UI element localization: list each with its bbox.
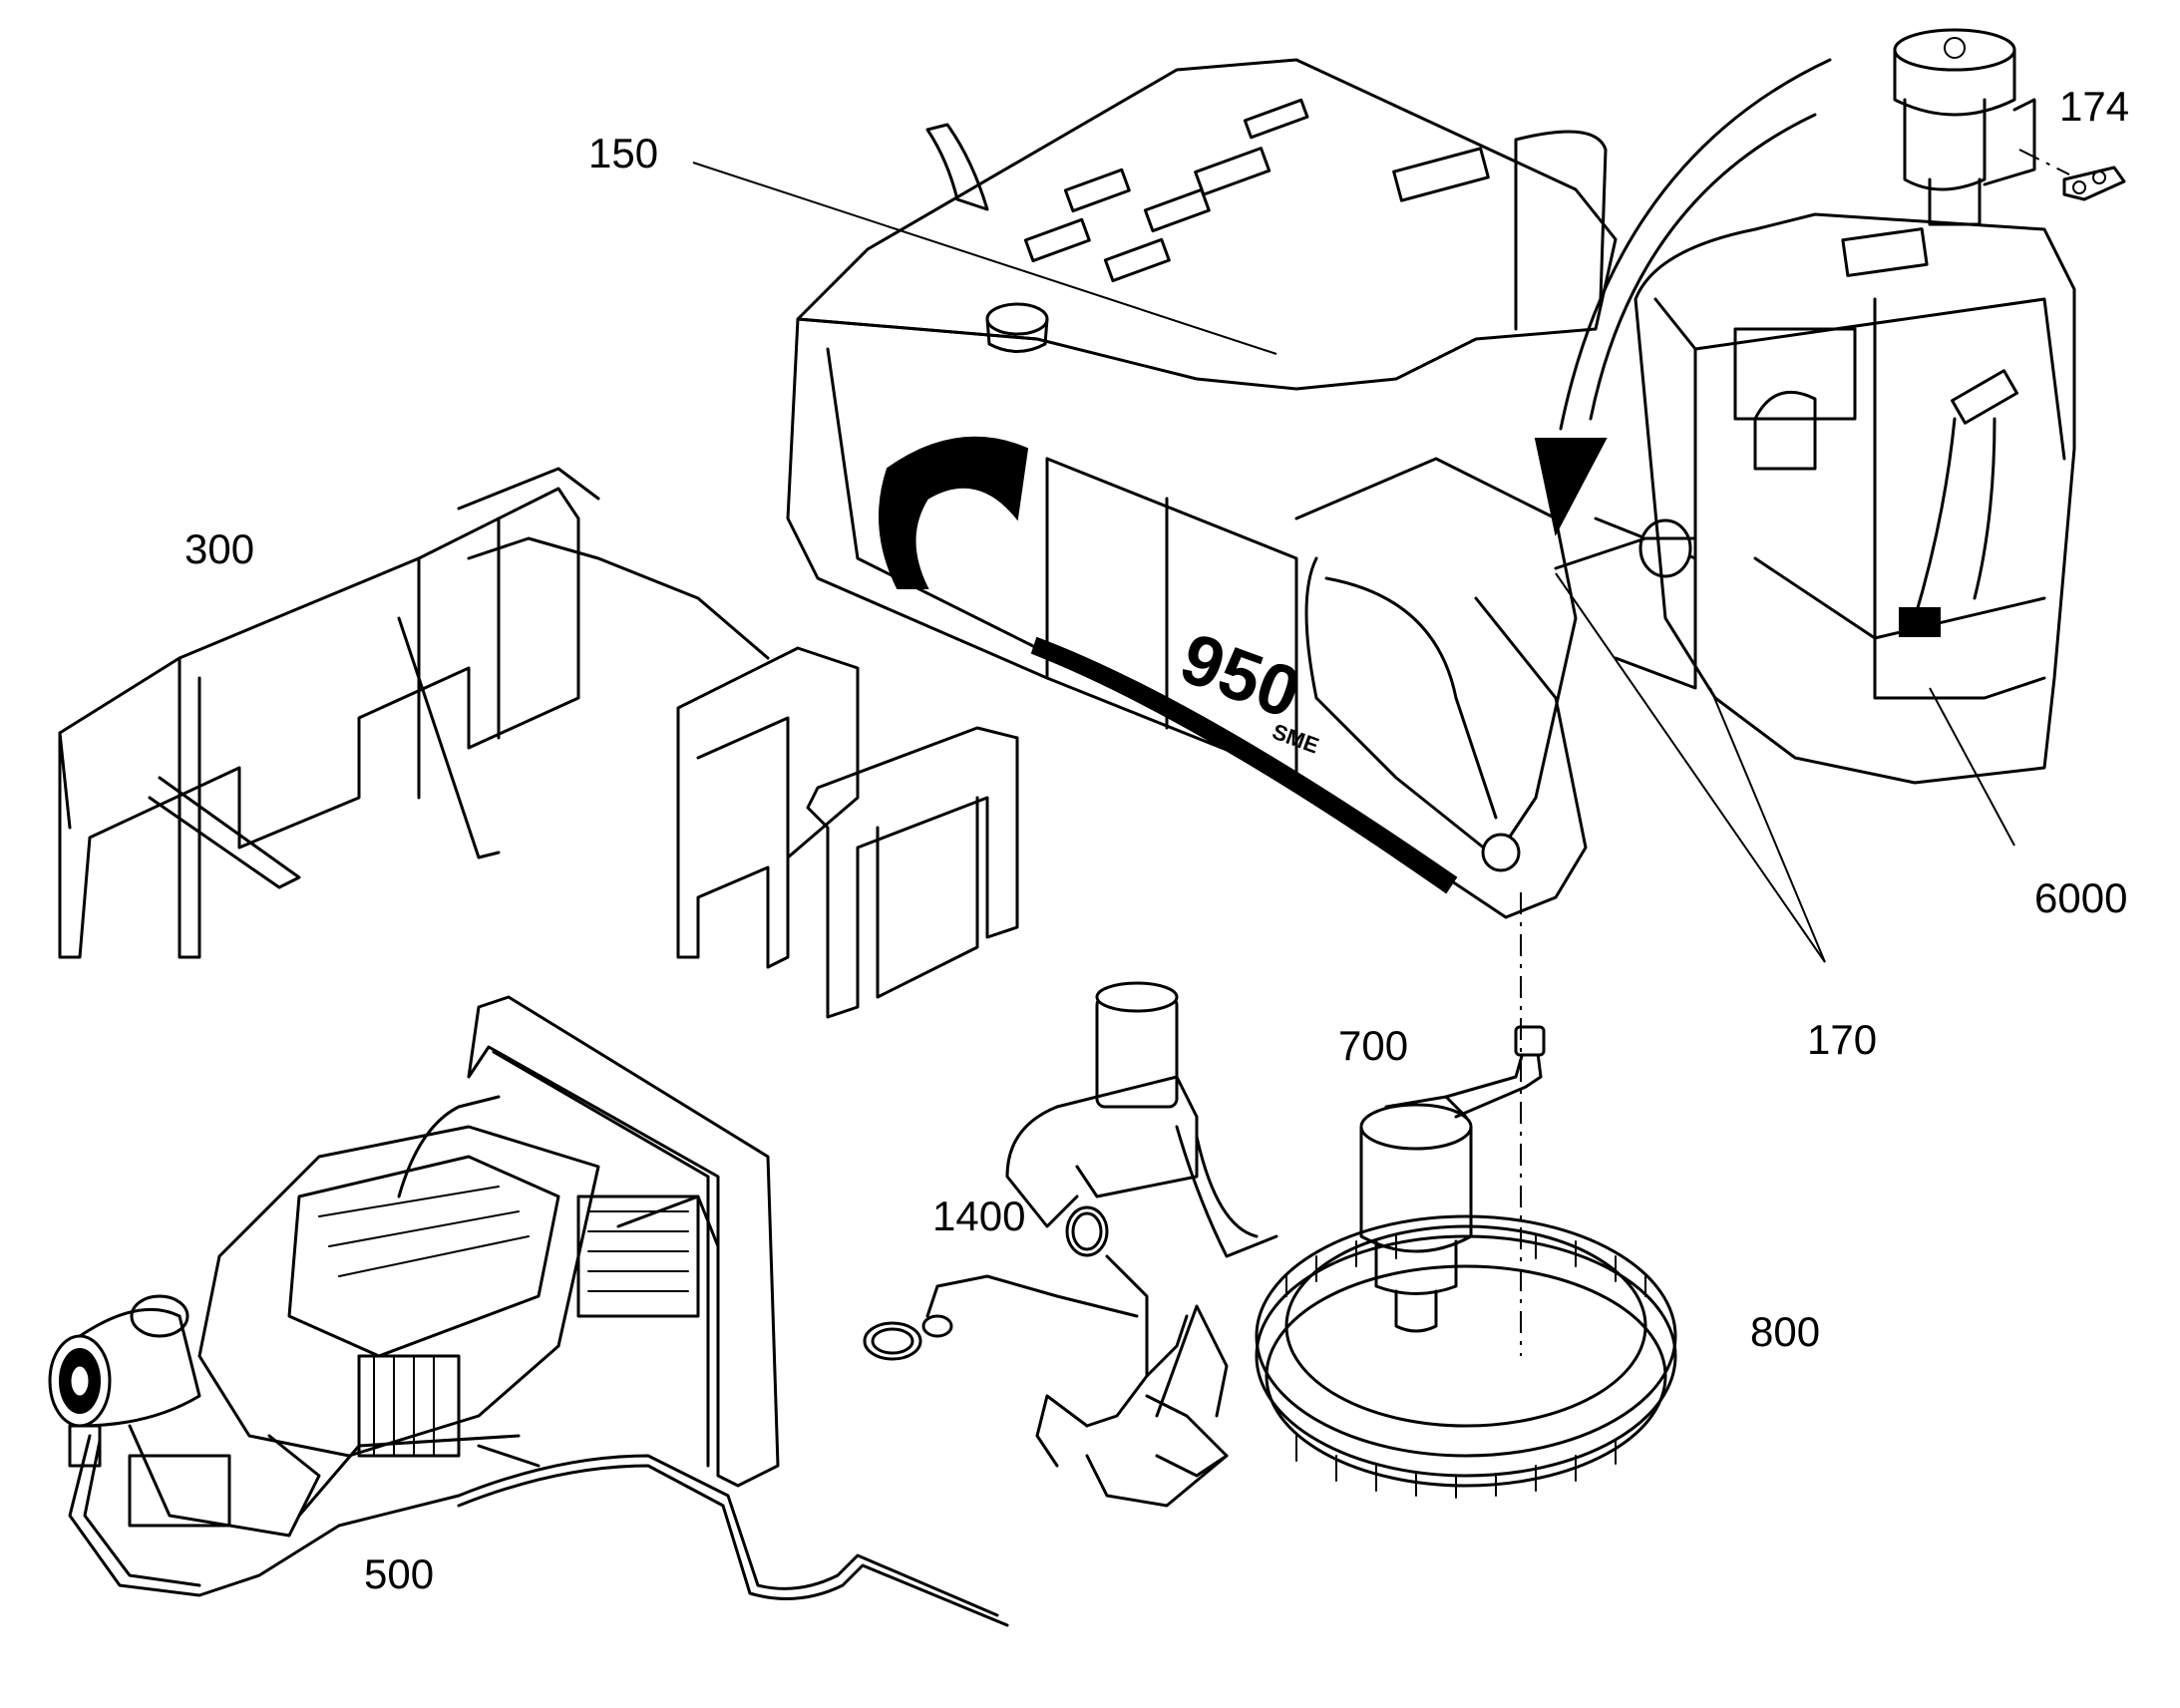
leader-170-b (1709, 687, 1826, 963)
leader-150 (692, 162, 1277, 355)
callout-174: 174 (2059, 83, 2130, 130)
leader-6000 (1929, 687, 2015, 847)
slewing-ring-bearing (1255, 1214, 1677, 1499)
callout-700: 700 (1338, 1022, 1409, 1069)
rotary-joint-part (1893, 28, 2126, 226)
callout-800: 800 (1750, 1308, 1821, 1355)
callout-170: 170 (1807, 1016, 1878, 1063)
callout-6000: 6000 (2034, 874, 2128, 921)
swing-direction-arrow (1534, 58, 1832, 536)
callout-500: 500 (364, 1550, 435, 1597)
callout-1400: 1400 (932, 1193, 1026, 1239)
support-frame (58, 467, 1019, 1019)
upperstructure-assembly: 950 SME (786, 58, 1697, 919)
callout-150: 150 (588, 130, 659, 176)
callout-leaders (692, 162, 2015, 963)
wiring-harness-assembly (863, 981, 1278, 1508)
swing-motor (1359, 1025, 1546, 1333)
leader-170-a (1555, 572, 1826, 963)
callout-300: 300 (184, 525, 255, 572)
operator-cab (1634, 212, 2076, 785)
engine-assembly (48, 995, 1009, 1627)
